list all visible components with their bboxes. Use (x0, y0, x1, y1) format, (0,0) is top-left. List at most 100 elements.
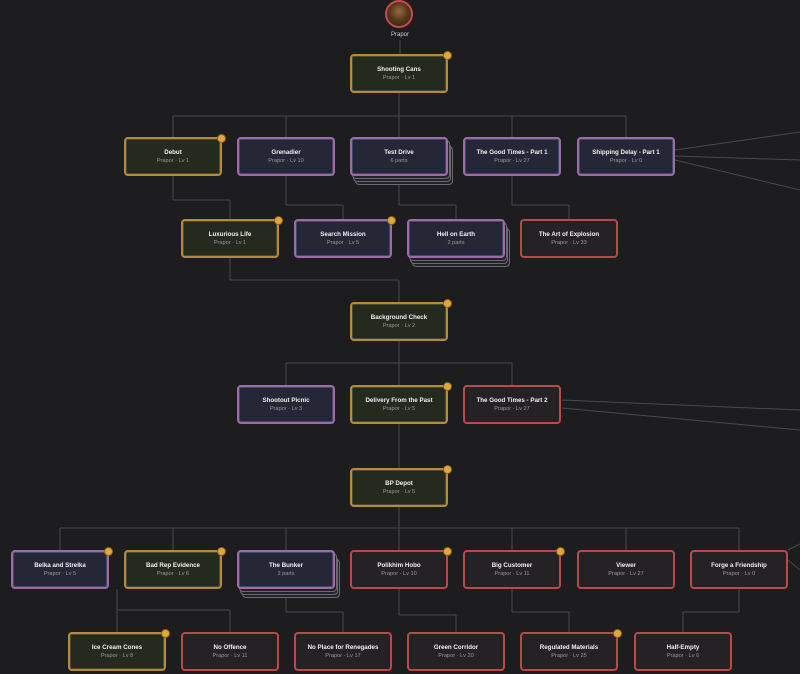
quest-title: The Good Times - Part 2 (476, 396, 548, 404)
quest-subtitle: 6 parts (390, 157, 408, 164)
connector-line (787, 543, 800, 551)
connector-line (561, 399, 800, 411)
quest-subtitle: Prapor · Lv 0 (666, 652, 700, 659)
status-dot-icon (443, 51, 452, 60)
quest-subtitle: Prapor · Lv 33 (551, 239, 587, 246)
quest-title: The Bunker (268, 561, 304, 569)
quest-subtitle: 2 parts (277, 570, 295, 577)
trader-header[interactable]: Prapor (384, 0, 416, 40)
quest-subtitle: Prapor · Lv 27 (494, 157, 530, 164)
quest-title: Search Mission (320, 230, 366, 238)
quest-subtitle: Prapor · Lv 0 (609, 157, 643, 164)
quest-subtitle: Prapor · Lv 20 (438, 652, 474, 659)
trader-name: Prapor (390, 32, 409, 38)
status-dot-icon (443, 547, 452, 556)
quest-subtitle: Prapor · Lv 11 (494, 570, 530, 577)
quest-title: Delivery From the Past (365, 396, 433, 404)
status-dot-icon (217, 134, 226, 143)
status-dot-icon (217, 547, 226, 556)
quest-title: Shootout Picnic (262, 396, 310, 404)
quest-title: Luxurious Life (208, 230, 252, 238)
status-dot-icon (556, 547, 565, 556)
quest-title: Test Drive (384, 148, 414, 156)
quest-subtitle: Prapor · Lv 5 (43, 570, 77, 577)
quest-subtitle: Prapor · Lv 1 (156, 157, 190, 164)
quest-title: Big Customer (491, 561, 533, 569)
quest-title: Bad Rep Evidence (146, 561, 200, 569)
quest-subtitle: 2 parts (447, 239, 465, 246)
quest-subtitle: Prapor · Lv 10 (268, 157, 304, 164)
connector-line (787, 559, 800, 571)
quest-subtitle: Prapor · Lv 1 (382, 74, 416, 81)
quest-title: Belka and Strelka (34, 561, 86, 569)
quest-title: Debut (164, 148, 182, 156)
quest-subtitle: Prapor · Lv 27 (608, 570, 644, 577)
connector-line (561, 407, 800, 431)
quest-subtitle: Prapor · Lv 5 (326, 239, 360, 246)
quest-title: Regulated Materials (539, 643, 599, 651)
quest-subtitle: Prapor · Lv 10 (381, 570, 417, 577)
connector-line (674, 155, 800, 161)
quest-title: Shooting Cans (377, 65, 421, 73)
quest-subtitle: Prapor · Lv 5 (382, 405, 416, 412)
quest-title: Green Corridor (433, 643, 479, 651)
quest-title: Forge a Friendship (711, 561, 767, 569)
quest-subtitle: Prapor · Lv 25 (551, 652, 587, 659)
status-dot-icon (443, 382, 452, 391)
quest-title: Viewer (616, 561, 636, 569)
quest-title: Polikhim Hobo (377, 561, 421, 569)
quest-title: Half-Empty (666, 643, 700, 651)
quest-subtitle: Prapor · Lv 17 (325, 652, 361, 659)
status-dot-icon (613, 629, 622, 638)
quest-subtitle: Prapor · Lv 3 (269, 405, 303, 412)
quest-title: BP Depot (385, 479, 413, 487)
status-dot-icon (443, 299, 452, 308)
quest-title: No Place for Renegades (307, 643, 379, 651)
quest-subtitle: Prapor · Lv 8 (100, 652, 134, 659)
quest-subtitle: Prapor · Lv 2 (382, 322, 416, 329)
quest-subtitle: Prapor · Lv 6 (156, 570, 190, 577)
quest-title: Ice Cream Cones (91, 643, 143, 651)
quest-subtitle: Prapor · Lv 11 (212, 652, 248, 659)
quest-subtitle: Prapor · Lv 27 (494, 405, 530, 412)
quest-subtitle: Prapor · Lv 5 (382, 488, 416, 495)
quest-title: The Art of Explosion (538, 230, 600, 238)
quest-title: Grenadier (271, 148, 301, 156)
trader-avatar[interactable] (385, 0, 413, 28)
quest-title: The Good Times - Part 1 (476, 148, 548, 156)
quest-subtitle: Prapor · Lv 0 (722, 570, 756, 577)
status-dot-icon (274, 216, 283, 225)
quest-title: No Offence (213, 643, 247, 651)
connector-line (674, 131, 800, 151)
quest-subtitle: Prapor · Lv 1 (213, 239, 247, 246)
